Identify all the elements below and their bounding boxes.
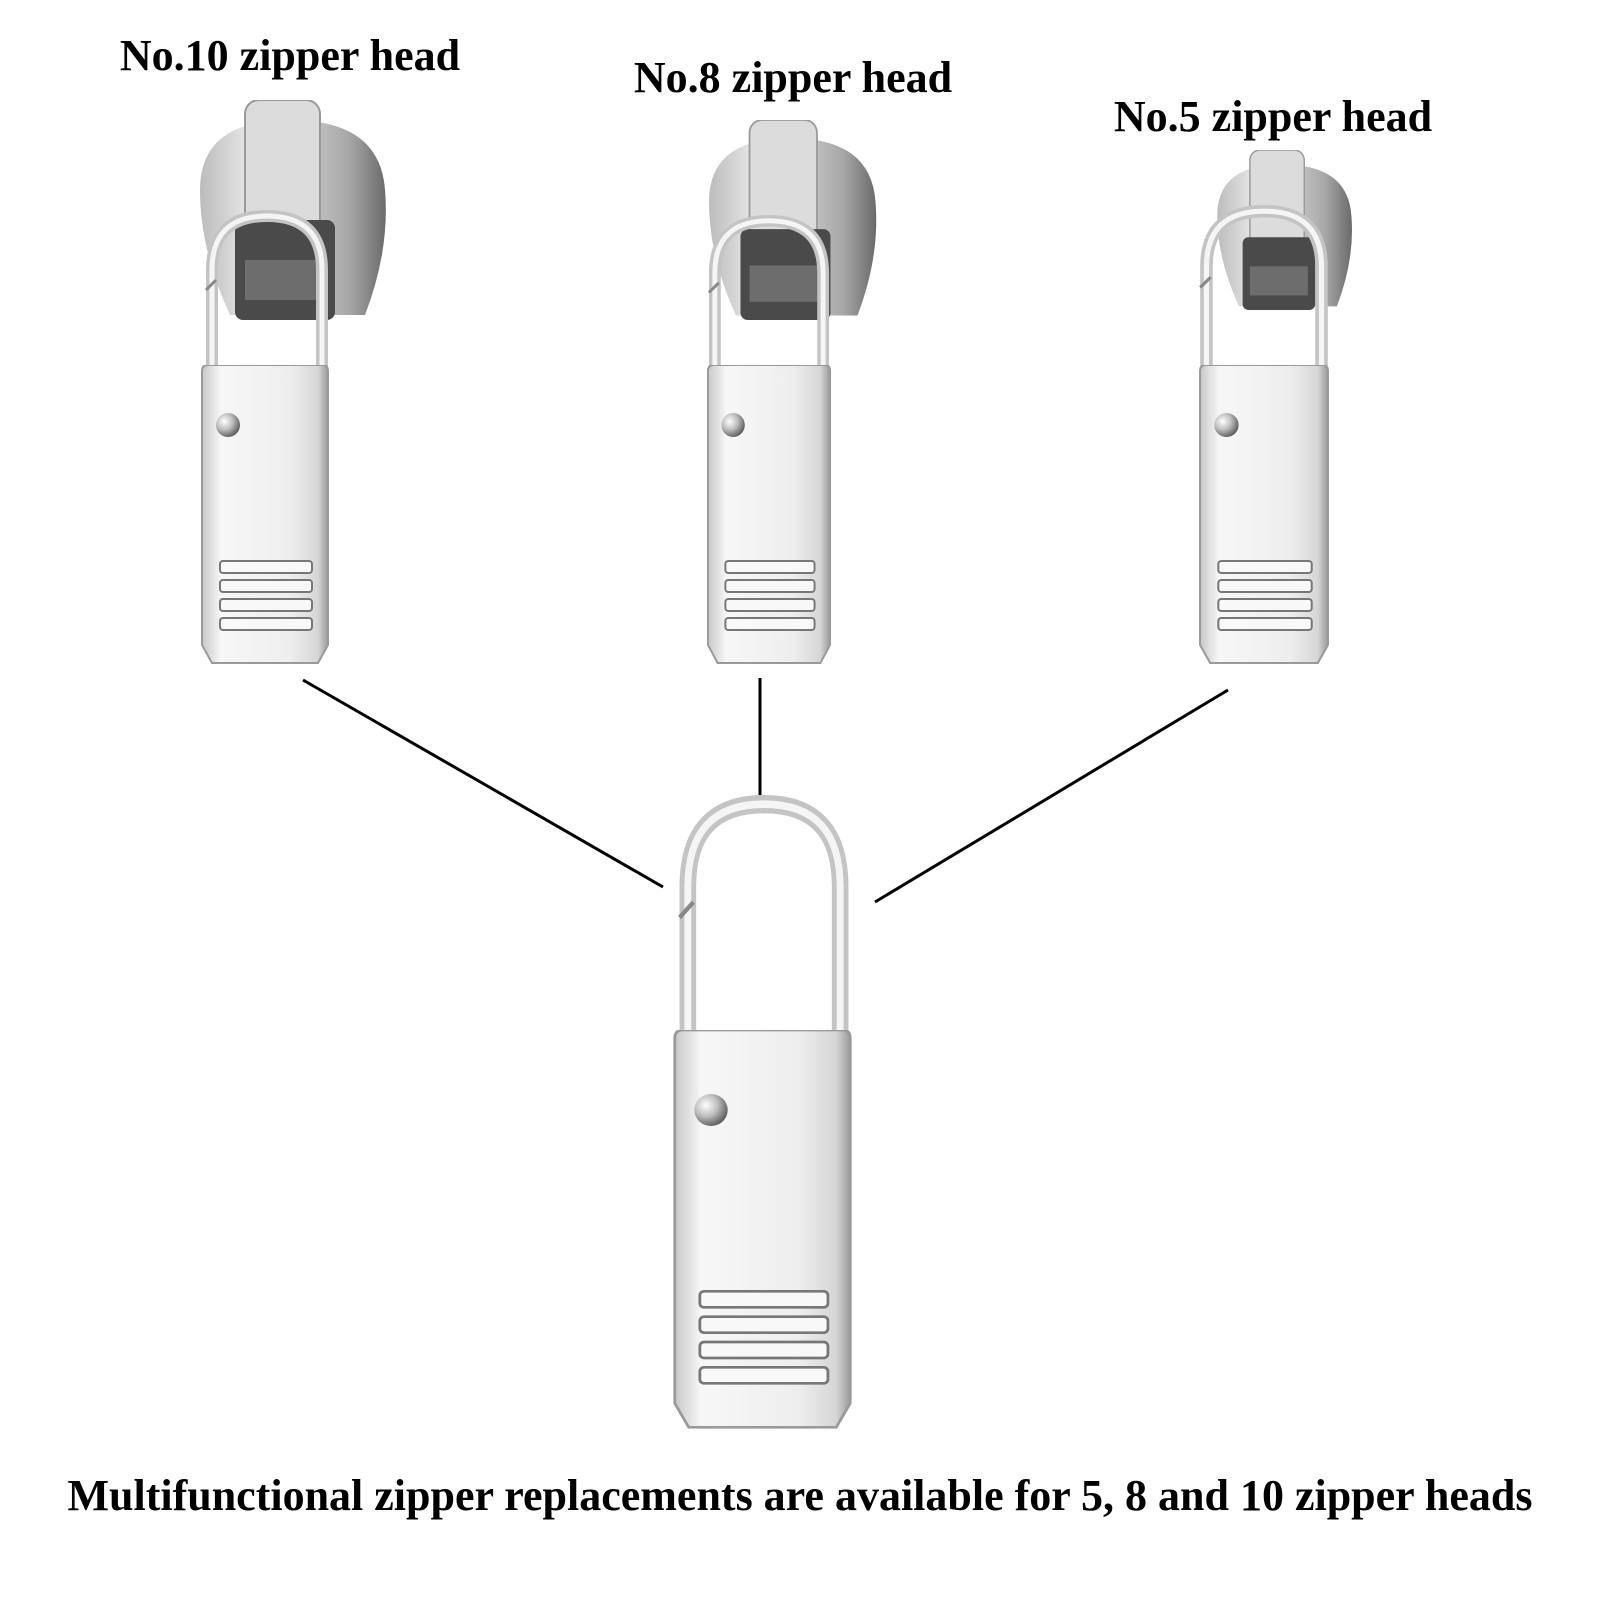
label-no8-zipper-head: No.8 zipper head	[633, 53, 953, 102]
label-no5-zipper-head: No.5 zipper head	[1113, 92, 1433, 141]
connector-lines	[302, 678, 1229, 904]
connector-line-no5	[874, 688, 1229, 904]
replacement-pull	[673, 804, 852, 1429]
zipper-no10	[199, 100, 387, 664]
label-no10-zipper-head: No.10 zipper head	[119, 31, 461, 80]
pull-tab	[1199, 365, 1329, 665]
pull-tab	[201, 365, 329, 664]
pull-tab	[706, 365, 832, 664]
pull-loop-large	[680, 804, 841, 1040]
zipper-no8	[706, 120, 878, 664]
zipper-no5	[1199, 150, 1353, 665]
slider-head-no10	[199, 100, 387, 320]
pull-tab-large	[673, 1030, 852, 1429]
caption: Multifunctional zipper replacements are …	[67, 1471, 1533, 1520]
connector-line-no10	[302, 678, 664, 889]
slider-head-no5	[1216, 150, 1353, 310]
